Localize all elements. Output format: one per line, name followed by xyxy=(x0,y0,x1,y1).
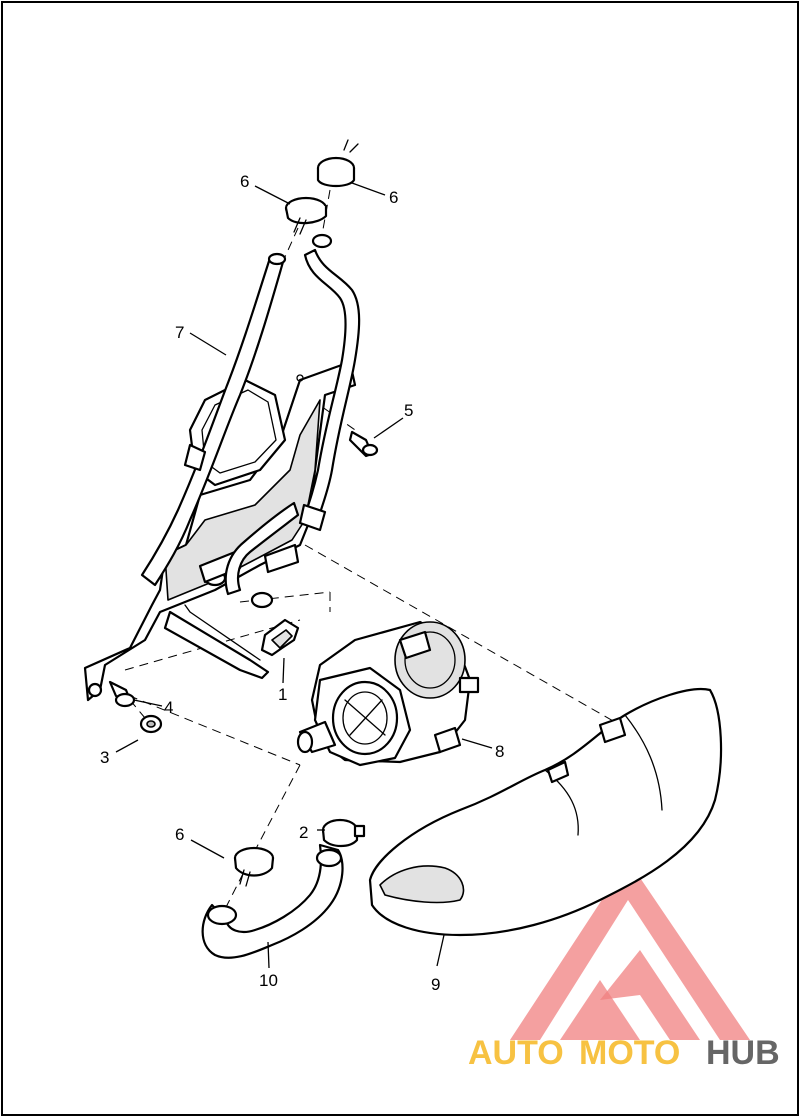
air-pump-part-8 xyxy=(296,620,480,767)
callout-6-bottom: 6 xyxy=(175,825,184,844)
watermark-auto: AUTO xyxy=(468,1034,564,1072)
watermark-text: AUTO MOTO HUB xyxy=(468,1034,780,1072)
hose-clamp-part-2 xyxy=(321,818,366,848)
watermark-logo-icon xyxy=(510,860,750,1040)
callout-3: 3 xyxy=(100,748,109,767)
callout-9: 9 xyxy=(431,975,440,994)
watermark-hub: HUB xyxy=(706,1034,780,1072)
bracket-part-1 xyxy=(260,618,300,657)
callout-5: 5 xyxy=(404,401,413,420)
hose-clamp-part-6-top-left xyxy=(284,196,328,235)
hose-part-10 xyxy=(201,843,344,959)
callout-8: 8 xyxy=(495,742,504,761)
bracket-assembly-part-7 xyxy=(83,233,361,702)
callout-2: 2 xyxy=(299,823,308,842)
callout-7: 7 xyxy=(175,323,184,342)
bolt-part-4 xyxy=(108,680,136,708)
callout-10: 10 xyxy=(259,971,278,990)
bolt-part-5 xyxy=(348,430,379,458)
cover-part-9 xyxy=(368,687,723,937)
callout-4: 4 xyxy=(164,698,173,717)
leader-lines xyxy=(115,182,493,969)
hose-clamp-part-6-bottom xyxy=(233,846,275,887)
callout-6-top-right: 6 xyxy=(389,188,398,207)
callout-6-top-left: 6 xyxy=(240,172,249,191)
watermark-moto: MOTO xyxy=(579,1034,680,1072)
callout-1: 1 xyxy=(278,685,287,704)
hose-clamp-part-6-top-right xyxy=(316,139,359,188)
grommet-part-3 xyxy=(139,714,163,734)
callout-labels: 6 6 7 5 1 4 3 8 2 6 10 9 xyxy=(100,172,504,994)
